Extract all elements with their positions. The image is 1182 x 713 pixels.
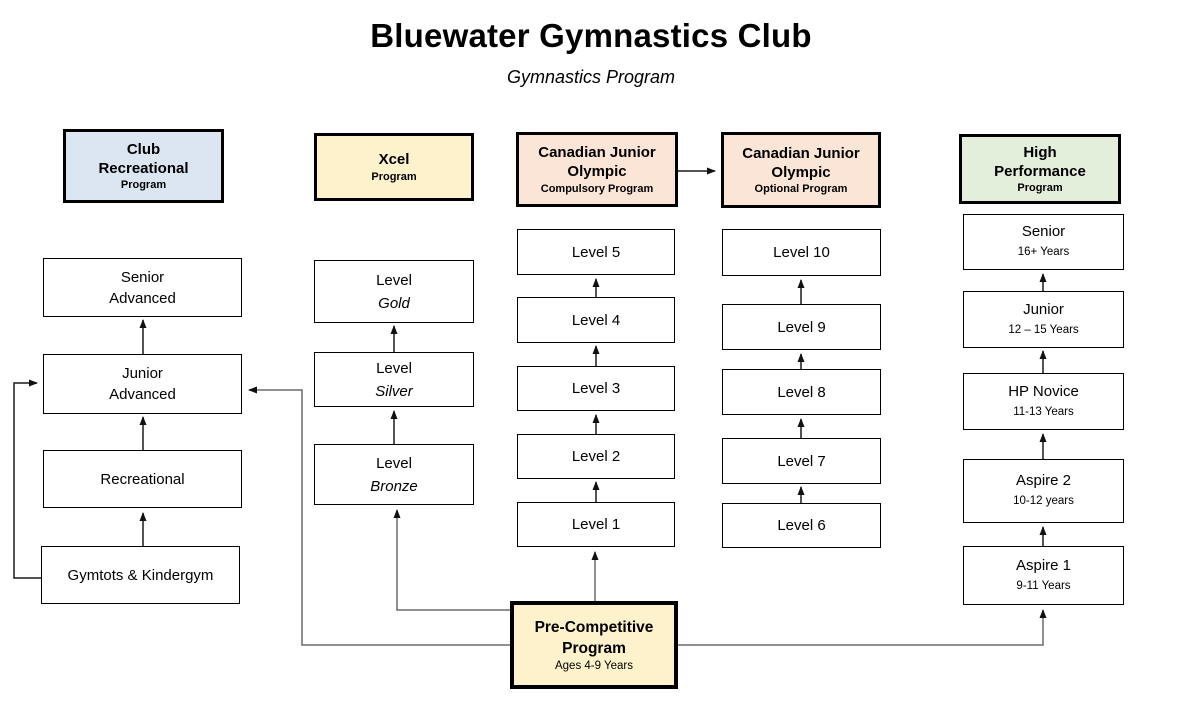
- program-header-title: High Performance: [994, 143, 1086, 180]
- program-header-subtitle: Program: [371, 170, 417, 183]
- arrow-precompetitive-to-junior-advanced: [248, 386, 510, 646]
- arrow-precompetitive-to-aspire1: [677, 609, 1047, 646]
- level-box-level3: Level 3: [517, 366, 675, 411]
- level-box-xcel-bronze: Level Bronze: [314, 444, 474, 505]
- program-header-high-performance: High Performance Program: [959, 134, 1121, 204]
- level-ages: 16+ Years: [1017, 246, 1070, 259]
- level-box-xcel-gold: Level Gold: [314, 260, 474, 323]
- level-ages: 10-12 years: [1013, 495, 1074, 508]
- level-box-senior-advanced: Senior Advanced: [43, 258, 242, 317]
- level-box-xcel-silver: Level Silver: [314, 352, 474, 407]
- level-label: Level: [376, 271, 412, 289]
- level-tier: Silver: [375, 382, 413, 400]
- program-header-title: Club Recreational: [98, 140, 189, 177]
- page-subtitle: Gymnastics Program: [506, 67, 676, 87]
- pre-competitive-ages: Ages 4-9 Years: [554, 659, 633, 672]
- program-header-subtitle: Program: [1017, 182, 1063, 195]
- page-title: Bluewater Gymnastics Club: [370, 17, 812, 54]
- level-label: Level: [376, 454, 412, 472]
- level-tier: Bronze: [370, 477, 418, 495]
- program-header-title: Xcel: [378, 151, 410, 169]
- level-ages: 9-11 Years: [1016, 579, 1071, 592]
- level-box-hp-novice: HP Novice 11-13 Years: [963, 373, 1124, 430]
- level-box-hp-aspire1: Aspire 1 9-11 Years: [963, 546, 1124, 605]
- level-box-gymtots-kindergym: Gymtots & Kindergym: [41, 546, 240, 604]
- program-header-xcel: Xcel Program: [314, 133, 474, 201]
- level-name: Aspire 1: [1015, 556, 1072, 574]
- level-box-junior-advanced: Junior Advanced: [43, 354, 242, 414]
- program-header-cjo-compulsory: Canadian Junior Olympic Compulsory Progr…: [516, 132, 678, 207]
- program-header-title: Canadian Junior Olympic: [742, 144, 860, 181]
- level-box-hp-aspire2: Aspire 2 10-12 years: [963, 459, 1124, 523]
- level-box-hp-senior: Senior 16+ Years: [963, 214, 1124, 270]
- level-tier: Gold: [378, 294, 410, 312]
- level-box-level10: Level 10: [722, 229, 881, 276]
- program-header-cjo-optional: Canadian Junior Olympic Optional Program: [721, 132, 881, 208]
- level-name: Senior: [1021, 223, 1066, 241]
- arrow-precompetitive-to-bronze: [393, 509, 510, 611]
- level-box-level8: Level 8: [722, 369, 881, 415]
- level-box-level7: Level 7: [722, 438, 881, 484]
- program-header-subtitle: Compulsory Program: [540, 182, 654, 195]
- level-box-level6: Level 6: [722, 503, 881, 548]
- pre-competitive-title: Pre-Competitive Program: [534, 619, 654, 657]
- level-name: HP Novice: [1008, 382, 1079, 400]
- level-ages: 12 – 15 Years: [1008, 323, 1079, 336]
- level-name: Junior: [1023, 300, 1064, 318]
- level-box-hp-junior: Junior 12 – 15 Years: [963, 291, 1124, 348]
- level-name: Aspire 2: [1015, 472, 1072, 490]
- level-box-recreational: Recreational: [43, 450, 242, 508]
- program-header-title: Canadian Junior Olympic: [538, 144, 656, 180]
- pre-competitive-program-box: Pre-Competitive Program Ages 4-9 Years: [510, 601, 678, 689]
- level-label: Level: [376, 359, 412, 377]
- level-box-level1: Level 1: [517, 502, 675, 547]
- program-header-subtitle: Program: [120, 179, 167, 192]
- level-ages: 11-13 Years: [1013, 405, 1074, 418]
- program-header-club-recreational: Club Recreational Program: [63, 129, 224, 203]
- level-box-level5: Level 5: [517, 229, 675, 275]
- level-box-level2: Level 2: [517, 434, 675, 479]
- level-box-level9: Level 9: [722, 304, 881, 350]
- program-header-subtitle: Optional Program: [754, 183, 848, 196]
- arrow-gymtots-loop-to-junior-advanced: [13, 379, 42, 579]
- level-box-level4: Level 4: [517, 297, 675, 343]
